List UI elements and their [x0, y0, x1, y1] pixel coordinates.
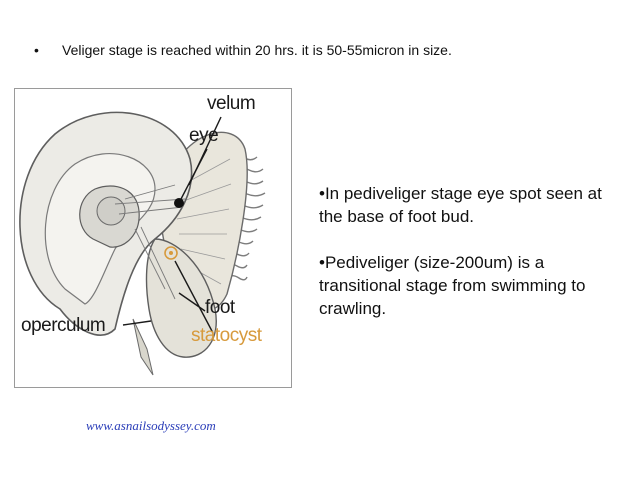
pediveliger-bullet-size: •Pediveliger (size-200um) is a transitio… — [319, 253, 586, 318]
veliger-bullet: • Veliger stage is reached within 20 hrs… — [34, 40, 504, 60]
label-statocyst: statocyst — [191, 325, 262, 346]
label-operculum: operculum — [21, 315, 106, 336]
label-eye: eye — [189, 125, 219, 146]
statolith — [169, 251, 173, 255]
source-credit: www.asnailsodyssey.com — [86, 418, 216, 433]
label-velum: velum — [207, 93, 256, 114]
foot-lobe — [145, 238, 217, 358]
statocyst-circle — [164, 246, 178, 260]
operculum-flap — [132, 318, 154, 376]
pediveliger-bullet-eye-spot: •In pediveliger stage eye spot seen at t… — [319, 184, 602, 226]
pediveliger-bullets: •In pediveliger stage eye spot seen at t… — [319, 182, 619, 343]
bullet-marker: • — [34, 42, 39, 58]
leader-lines — [122, 116, 222, 334]
veliger-illustration — [19, 111, 266, 376]
veliger-diagram: velum eye operculum foot statocyst — [14, 88, 292, 388]
label-foot: foot — [205, 297, 235, 318]
veliger-bullet-text: Veliger stage is reached within 20 hrs. … — [62, 42, 452, 58]
stomach — [96, 196, 126, 226]
eye-spot — [174, 198, 184, 208]
retractor-muscles — [114, 184, 186, 300]
